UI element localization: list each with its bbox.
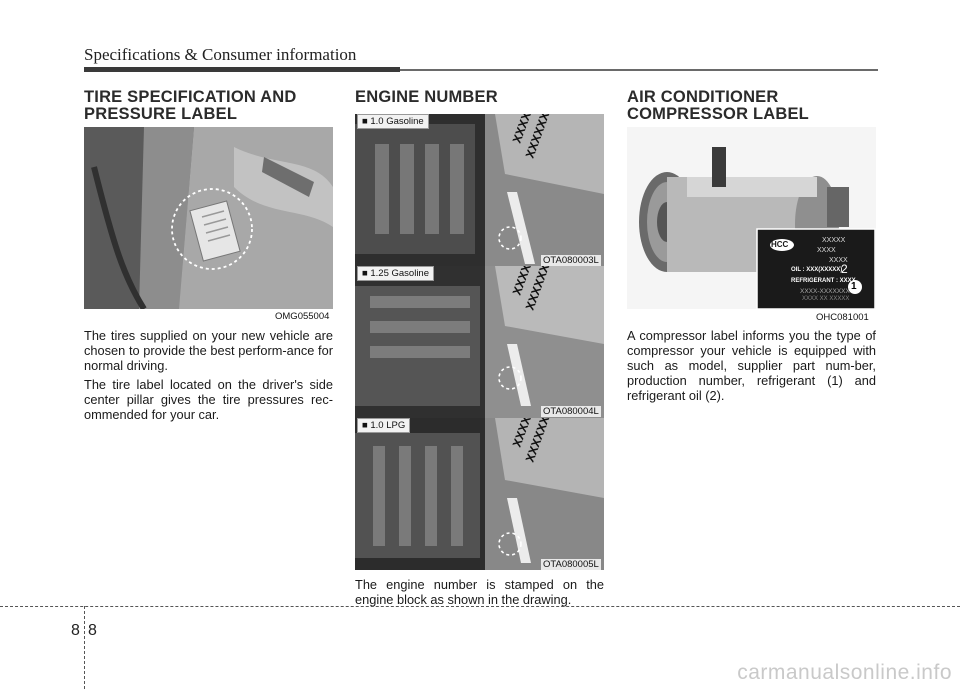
- door-pillar-illustration: [84, 127, 333, 309]
- engine-photo-1: XXXX XXXXXXX: [355, 114, 604, 266]
- ac-section-title: AIR CONDITIONER COMPRESSOR LABEL: [627, 88, 809, 123]
- ac-label-line-1: XXXXX: [822, 237, 846, 244]
- ac-compressor-photo: [627, 127, 876, 309]
- watermark: carmanualsonline.info: [737, 661, 952, 684]
- engine-illustration: XXXX XXXXXXX: [355, 418, 604, 570]
- tire-paragraph-1: The tires supplied on your new vehicle a…: [84, 328, 333, 373]
- footer-dashed-divider: [84, 606, 85, 689]
- engine-label-3: ■ 1.0 LPG: [357, 418, 411, 433]
- tire-paragraph-2: The tire label located on the driver's s…: [84, 377, 333, 422]
- ac-label-line-5: REFRIGERANT : XXXX: [791, 278, 856, 284]
- running-header: Specifications & Consumer information: [84, 45, 357, 64]
- engine-image-code-1: OTA080003L: [541, 255, 601, 266]
- ac-callout-1: 1: [851, 281, 857, 292]
- header-rule-dark: [84, 67, 400, 72]
- ac-label-line-4: OIL : XXX(XXXXX): [791, 267, 843, 273]
- engine-illustration: XXXX XXXXXXX: [355, 114, 604, 266]
- tire-body: The tires supplied on your new vehicle a…: [84, 328, 333, 426]
- compressor-illustration: [627, 127, 876, 309]
- ac-label-line-2: XXXX: [817, 247, 836, 254]
- engine-photo-3: XXXX XXXXXXX: [355, 418, 604, 570]
- page-number-page: 8: [88, 622, 97, 639]
- engine-paragraph: The engine number is stamped on the engi…: [355, 577, 604, 607]
- engine-illustration: XXXX XXXXXXX: [355, 266, 604, 418]
- tire-image-code: OMG055004: [275, 311, 330, 322]
- engine-photo-2: XXXX XXXXXXX: [355, 266, 604, 418]
- ac-paragraph: A compressor label informs you the type …: [627, 328, 876, 403]
- engine-label-2: ■ 1.25 Gasoline: [357, 266, 435, 281]
- ac-label-brand: HCC: [771, 240, 789, 249]
- ac-label-line-7: XXXX XX XXXXX: [802, 296, 850, 302]
- engine-body: The engine number is stamped on the engi…: [355, 577, 604, 611]
- engine-section-title: ENGINE NUMBER: [355, 88, 498, 106]
- ac-label-line-3: XXXX: [829, 257, 848, 264]
- header-rule-light: [400, 69, 878, 71]
- engine-image-code-3: OTA080005L: [541, 559, 601, 570]
- engine-image-code-2: OTA080004L: [541, 406, 601, 417]
- tire-label-photo: [84, 127, 333, 309]
- tire-section-title: TIRE SPECIFICATION AND PRESSURE LABEL: [84, 88, 297, 123]
- ac-image-code: OHC081001: [816, 312, 869, 323]
- ac-label-line-6: XXXX-XXXXXXX: [800, 288, 850, 295]
- page-number-section: 8: [71, 622, 80, 639]
- engine-label-1: ■ 1.0 Gasoline: [357, 114, 429, 129]
- footer-dashed-rule: [0, 606, 960, 607]
- ac-callout-2: 2: [841, 262, 848, 276]
- ac-body: A compressor label informs you the type …: [627, 328, 876, 407]
